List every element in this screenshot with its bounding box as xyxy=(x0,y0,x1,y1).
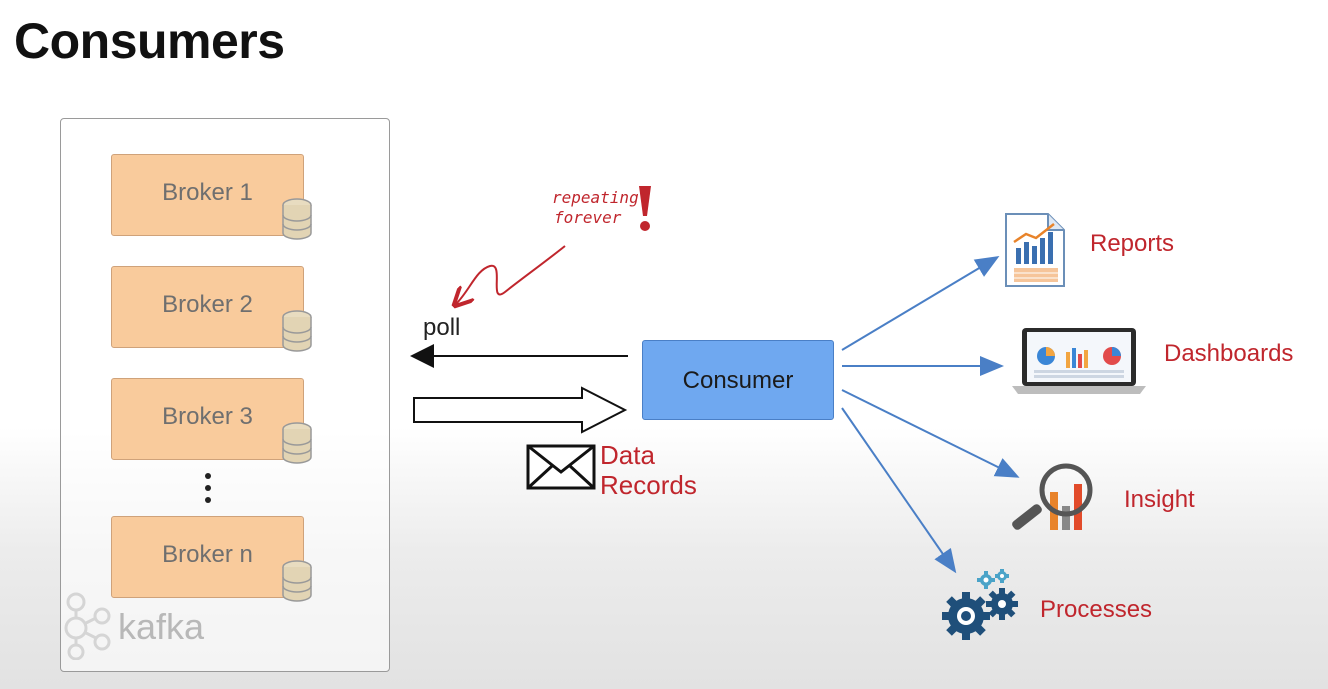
output-label-insight: Insight xyxy=(1124,486,1195,513)
output-label-dashboards: Dashboards xyxy=(1164,340,1294,367)
consumer-label: Consumer xyxy=(682,367,794,394)
broker-label: Broker n xyxy=(162,541,253,568)
laptop-dashboard-icon xyxy=(1012,328,1146,394)
database-icon xyxy=(282,310,312,352)
page-title: Consumers xyxy=(14,13,285,69)
data-records-line2: Records xyxy=(600,470,697,500)
kafka-logo-icon xyxy=(64,592,111,660)
data-records-arrow xyxy=(413,386,628,434)
broker-2: Broker 2 xyxy=(111,266,312,352)
arrow-to-reports xyxy=(841,255,1000,351)
consumer-box: Consumer xyxy=(642,340,834,420)
repeating-squiggle-arrow xyxy=(456,245,566,304)
database-icon xyxy=(282,198,312,240)
magnifier-insight-icon xyxy=(1012,463,1093,530)
broker-label: Broker 3 xyxy=(162,403,253,430)
broker-3: Broker 3 xyxy=(111,378,312,464)
output-label-reports: Reports xyxy=(1090,230,1175,257)
repeating-note-line2: forever xyxy=(554,208,622,227)
database-icon xyxy=(282,422,312,464)
exclamation-icon xyxy=(639,186,651,231)
database-icon xyxy=(282,560,312,602)
broker-label: Broker 2 xyxy=(162,291,253,318)
arrow-to-insight xyxy=(841,389,1020,478)
repeating-note-line1: repeating xyxy=(552,188,639,207)
gears-processes-icon xyxy=(942,569,1018,640)
broker-n: Broker n xyxy=(111,516,312,602)
data-records-line1: Data xyxy=(600,440,655,470)
vertical-ellipsis-icon xyxy=(205,473,211,503)
arrow-to-processes xyxy=(841,407,957,574)
envelope-icon xyxy=(526,444,596,490)
poll-label: poll xyxy=(423,314,461,341)
report-document-icon xyxy=(1005,213,1065,287)
data-records-label: Data Records xyxy=(600,440,697,500)
kafka-brand-text: kafka xyxy=(118,606,205,647)
output-label-processes: Processes xyxy=(1040,596,1153,623)
broker-label: Broker 1 xyxy=(162,179,253,206)
broker-1: Broker 1 xyxy=(111,154,312,240)
